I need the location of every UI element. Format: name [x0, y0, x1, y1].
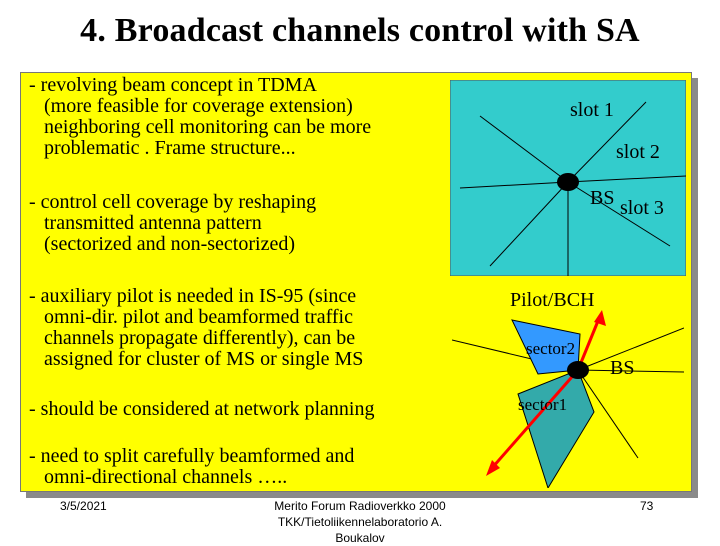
bullet-1-line-4: problematic . Frame structure... — [44, 137, 296, 159]
bullet-1-line-1: - revolving beam concept in TDMA — [29, 74, 317, 96]
slide-title: 4. Broadcast channels control with SA — [80, 12, 640, 49]
bullet-3: - auxiliary pilot is needed in IS-95 (si… — [29, 286, 363, 370]
beam-arrow-head-2 — [486, 460, 500, 476]
bs-node-bottom — [567, 361, 589, 379]
footer-page-number: 73 — [640, 499, 654, 513]
bullet-3-line-3: channels propagate differently), can be — [44, 327, 356, 349]
bullet-2-line-2: transmitted antenna pattern — [44, 212, 262, 234]
bullet-1-line-3: neighboring cell monitoring can be more — [44, 116, 372, 138]
bullet-3-line-2: omni-dir. pilot and beamformed traffic — [44, 306, 353, 328]
revolving-beam-diagram: slot 1 slot 2 BS slot 3 — [449, 79, 687, 277]
bs-label-top: BS — [590, 187, 615, 209]
bullet-5: - need to split carefully beamformed and… — [29, 446, 354, 488]
sector1-area — [517, 369, 595, 490]
beam-arrow-shaft-1 — [576, 315, 602, 371]
bullet-1: - revolving beam concept in TDMA (more f… — [29, 75, 371, 159]
bullet-4-line-1: - should be considered at network planni… — [29, 398, 375, 420]
beam-arrow-shaft-2 — [490, 369, 580, 469]
bullet-3-line-1: - auxiliary pilot is needed in IS-95 (si… — [29, 285, 357, 307]
bullet-2-line-1: - control cell coverage by reshaping — [29, 191, 317, 213]
revolving-beam-graphic — [449, 79, 687, 277]
pilot-bch-label: Pilot/BCH — [510, 289, 595, 311]
footer-date: 3/5/2021 — [60, 499, 107, 513]
slot3-label: slot 3 — [620, 197, 664, 219]
bullet-4: - should be considered at network planni… — [29, 399, 374, 420]
bullet-1-line-2: (more feasible for coverage extension) — [44, 95, 353, 117]
beam-arrow-head-1 — [594, 310, 606, 326]
slot2-label: slot 2 — [616, 141, 660, 163]
bs-label-bottom: BS — [610, 357, 635, 379]
sector1-label: sector1 — [518, 395, 568, 414]
bullet-3-line-4: assigned for cluster of MS or single MS — [44, 348, 364, 370]
footer-source-line-3: Boukalov — [335, 531, 385, 545]
bullet-5-line-2: omni-directional channels ….. — [44, 466, 288, 488]
sector-diagram: Pilot/BCH sector2 BS sector1 — [451, 282, 685, 490]
footer-source: Merito Forum Radioverkko 2000 TKK/Tietol… — [250, 498, 470, 546]
slot1-label: slot 1 — [570, 99, 614, 121]
bullet-2-line-3: (sectorized and non-sectorized) — [44, 233, 295, 255]
beam-lines — [459, 101, 687, 276]
footer-source-line-1: Merito Forum Radioverkko 2000 — [274, 499, 446, 513]
bullet-2: - control cell coverage by reshaping tra… — [29, 192, 316, 255]
sector2-label: sector2 — [526, 339, 576, 358]
footer-source-line-2: TKK/Tietoliikennelaboratorio A. — [277, 515, 443, 529]
bs-node-top — [557, 173, 579, 191]
sector-graphic — [451, 310, 685, 490]
bullet-5-line-1: - need to split carefully beamformed and — [29, 445, 355, 467]
